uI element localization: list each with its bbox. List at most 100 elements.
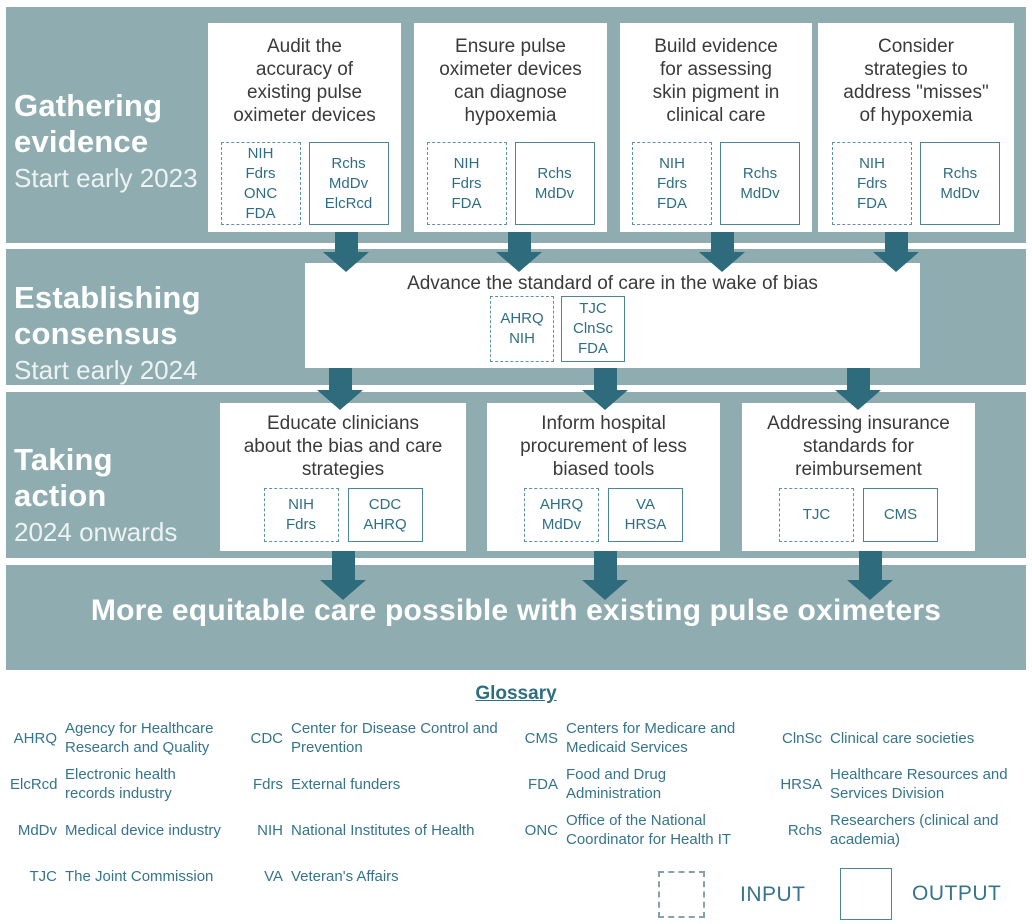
input-box: NIH Fdrs FDA: [632, 142, 712, 225]
glossary-definition: The Joint Commission: [65, 867, 214, 885]
input-box: AHRQ MdDv: [524, 488, 599, 542]
glossary-entry: ClnSc Clinical care societies: [765, 714, 974, 762]
glossary-abbr: Fdrs: [253, 775, 283, 793]
card-insurance-standards: Addressing insurance standards for reimb…: [742, 403, 975, 551]
glossary-abbr: ClnSc: [781, 729, 822, 747]
glossary-entry: FDA Food and Drug Administration: [505, 760, 666, 808]
glossary-definition: Electronic health records industry: [65, 766, 176, 802]
glossary-heading: Glossary: [0, 683, 1032, 705]
glossary-abbr: NIH: [257, 821, 283, 839]
glossary-abbr: MdDv: [17, 821, 57, 839]
glossary-entry: AHRQ Agency for Healthcare Research and …: [10, 714, 214, 762]
card-title: Addressing insurance standards for reimb…: [767, 413, 950, 480]
glossary-entry: ElcRcd Electronic health records industr…: [10, 760, 176, 808]
glossary-abbr: FDA: [528, 775, 558, 793]
glossary-definition: External funders: [291, 775, 401, 793]
down-arrow-icon: [582, 368, 628, 410]
glossary-definition: Center for Disease Control and Preventio…: [291, 720, 498, 756]
down-arrow-icon: [496, 232, 542, 272]
glossary-entry: CDC Center for Disease Control and Preve…: [235, 714, 498, 762]
down-arrow-icon: [873, 232, 919, 272]
card-title: Consider strategies to address "misses" …: [843, 36, 989, 126]
glossary-entry: CMS Centers for Medicare and Medicaid Se…: [505, 714, 736, 762]
glossary-definition: National Institutes of Health: [291, 821, 475, 839]
input-box: NIH Fdrs ONC FDA: [220, 142, 301, 225]
input-box: NIH Fdrs: [263, 488, 339, 542]
legend-output-label: OUTPUT: [912, 882, 1002, 905]
card-skin-pigment-evidence: Build evidence for assessing skin pigmen…: [620, 23, 812, 232]
band-consensus-header: Establishing consensus Start early 2024: [14, 280, 201, 386]
outcome-statement: More equitable care possible with existi…: [90, 593, 942, 627]
card-title: Advance the standard of care in the wake…: [407, 273, 818, 294]
glossary-entry: NIH National Institutes of Health: [235, 806, 474, 854]
glossary-abbr: VA: [264, 867, 283, 885]
down-arrow-icon: [320, 551, 366, 600]
band-consensus-subtitle: Start early 2024: [14, 355, 198, 385]
glossary-abbr: ONC: [524, 821, 558, 839]
band-action-header: Taking action 2024 onwards: [14, 442, 177, 548]
down-arrow-icon: [323, 232, 369, 272]
glossary-definition: Agency for Healthcare Research and Quali…: [65, 720, 214, 756]
glossary-abbr: CMS: [524, 729, 558, 747]
band-gathering-title: Gathering evidence: [14, 88, 163, 159]
card-title: Audit the accuracy of existing pulse oxi…: [233, 36, 376, 126]
output-box: Rchs MdDv: [514, 142, 595, 225]
output-box: Rchs MdDv: [920, 142, 1000, 225]
down-arrow-icon: [582, 551, 628, 600]
glossary-entry: MdDv Medical device industry: [10, 806, 221, 854]
glossary-abbr: HRSA: [780, 775, 822, 793]
legend-output-box-icon: [840, 868, 892, 920]
output-box: TJC ClnSc FDA: [561, 296, 625, 362]
output-box: CMS: [863, 488, 938, 542]
card-title: Ensure pulse oximeter devices can diagno…: [439, 36, 582, 126]
legend-input-label: INPUT: [740, 882, 806, 906]
glossary-definition: Food and Drug Administration: [566, 766, 667, 802]
input-box: NIH Fdrs FDA: [832, 142, 912, 225]
glossary-definition: Medical device industry: [65, 821, 221, 839]
card-address-misses: Consider strategies to address "misses" …: [818, 23, 1014, 232]
card-title: Educate clinicians about the bias and ca…: [243, 413, 443, 480]
input-box: AHRQ NIH: [490, 296, 554, 362]
glossary-definition: Veteran's Affairs: [291, 867, 399, 885]
glossary-abbr: CDC: [250, 729, 284, 747]
output-box: Rchs MdDv ElcRcd: [308, 142, 389, 225]
down-arrow-icon: [847, 551, 893, 600]
glossary-abbr: ElcRcd: [10, 775, 58, 793]
glossary-entry: HRSA Healthcare Resources and Services D…: [765, 760, 1008, 808]
band-action-title: Taking action: [14, 442, 113, 513]
band-consensus-title: Establishing consensus: [14, 280, 201, 351]
card-hospital-procurement: Inform hospital procurement of less bias…: [487, 403, 720, 551]
down-arrow-icon: [699, 232, 745, 272]
legend-input-box-icon: [658, 871, 705, 918]
card-audit-accuracy: Audit the accuracy of existing pulse oxi…: [208, 23, 401, 232]
glossary-entry: VA Veteran's Affairs: [235, 852, 399, 900]
glossary-entry: ONC Office of the National Coordinator f…: [505, 806, 731, 854]
glossary-definition: Office of the National Coordinator for H…: [566, 812, 732, 848]
down-arrow-icon: [317, 368, 363, 410]
glossary-definition: Healthcare Resources and Services Divisi…: [830, 766, 1008, 802]
glossary-entry: Fdrs External funders: [235, 760, 400, 808]
glossary-definition: Researchers (clinical and academia): [830, 812, 999, 848]
output-box: Rchs MdDv: [720, 142, 800, 225]
glossary-definition: Clinical care societies: [830, 729, 975, 747]
glossary-definition: Centers for Medicare and Medicaid Servic…: [566, 720, 736, 756]
card-title: Inform hospital procurement of less bias…: [520, 413, 687, 480]
card-diagnose-hypoxemia: Ensure pulse oximeter devices can diagno…: [414, 23, 607, 232]
card-educate-clinicians: Educate clinicians about the bias and ca…: [220, 403, 466, 551]
glossary-entry: Rchs Researchers (clinical and academia): [765, 806, 999, 854]
glossary-abbr: Rchs: [787, 821, 822, 839]
input-box: TJC: [779, 488, 854, 542]
input-box: NIH Fdrs FDA: [426, 142, 507, 225]
band-gathering-header: Gathering evidence Start early 2023: [14, 88, 198, 194]
glossary-heading-text: Glossary: [475, 683, 557, 704]
down-arrow-icon: [835, 368, 881, 410]
output-box: CDC AHRQ: [347, 488, 423, 542]
output-box: VA HRSA: [608, 488, 683, 542]
card-title: Build evidence for assessing skin pigmen…: [652, 36, 780, 126]
glossary-abbr: AHRQ: [13, 729, 57, 747]
band-gathering-subtitle: Start early 2023: [14, 163, 198, 193]
glossary-abbr: TJC: [29, 867, 58, 885]
band-action-subtitle: 2024 onwards: [14, 517, 178, 547]
card-advance-standard-of-care: Advance the standard of care in the wake…: [305, 263, 920, 368]
